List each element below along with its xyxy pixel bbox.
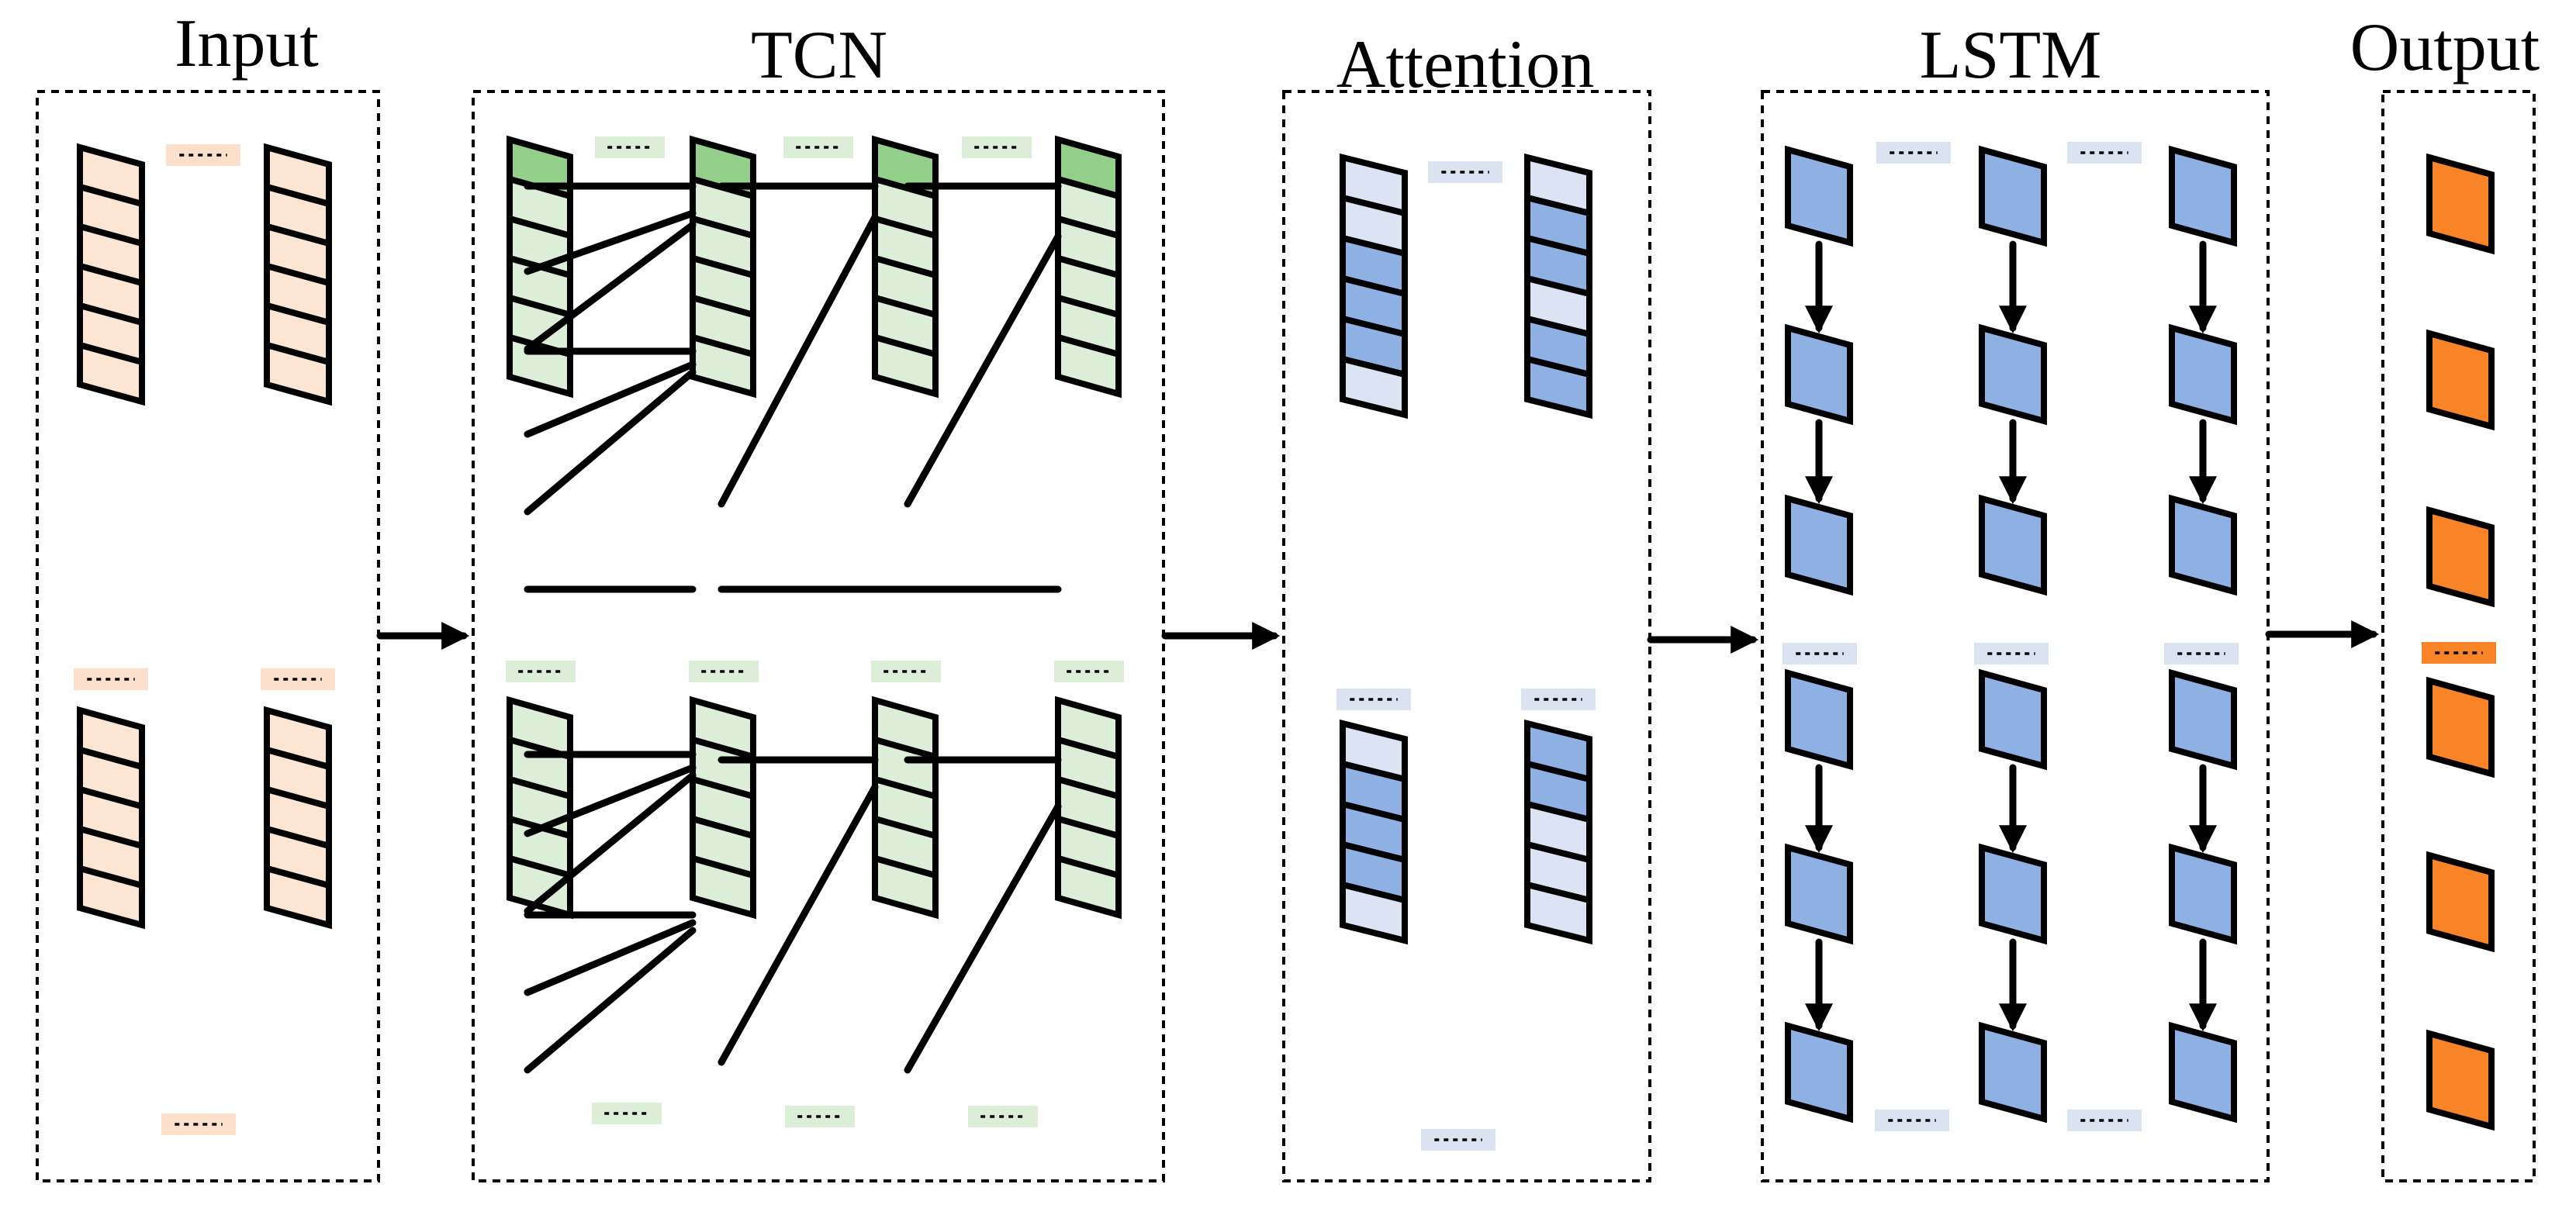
tcn-conn: [524, 927, 697, 1074]
input-ellipsis-mid-right-bg: [261, 668, 335, 690]
input-ellipsis-bottom-bg: [161, 1113, 236, 1135]
tcn-title: TCN: [751, 18, 887, 93]
lstm-ellipsis-mid-2-bg: [1974, 643, 2049, 665]
tcn-bottom-col-3-cell: [872, 854, 939, 920]
input-top-left-cell: [77, 340, 145, 406]
attention-top-right-cell: [1524, 354, 1592, 419]
tcn-conn: [904, 803, 1062, 1074]
output-title: Output: [2350, 10, 2540, 85]
lstm-cell: [1979, 668, 2047, 771]
tcn-top-col-4-cell: [1055, 333, 1122, 399]
lstm-title: LSTM: [1920, 18, 2102, 93]
tcn-conn: [717, 213, 879, 508]
lstm-cell: [1979, 323, 2047, 426]
output-cell: [2426, 329, 2495, 431]
output-panel: [2381, 90, 2536, 1182]
attention-ellipsis-mid-left-bg: [1336, 689, 1411, 710]
input-title: Input: [175, 6, 319, 81]
tcn-conn: [524, 919, 697, 996]
tcn-conn: [524, 368, 697, 516]
output-ellipsis-bg: [2422, 642, 2496, 664]
lstm-cell: [2169, 145, 2237, 247]
lstm-ellipsis-bottom-1-bg: [1875, 1110, 1949, 1131]
attention-ellipsis-top-bg: [1428, 161, 1502, 183]
output-cell: [2426, 506, 2495, 608]
lstm-cell: [1979, 843, 2047, 945]
input-ellipsis-top-bg: [166, 144, 240, 166]
tcn-conn: [717, 783, 879, 1066]
input-bottom-right-cell: [264, 864, 332, 930]
lstm-cell: [2169, 1021, 2237, 1124]
lstm-cell: [1785, 494, 1853, 596]
lstm-ellipsis-mid-1-bg: [1782, 643, 1857, 665]
input-top-right-cell: [264, 340, 332, 406]
output-cell: [2426, 676, 2495, 778]
lstm-cell: [1979, 145, 2047, 247]
attention-bottom-right-cell: [1524, 880, 1592, 945]
tcn-conn: [524, 221, 697, 353]
attention-ellipsis-bottom-bg: [1421, 1129, 1495, 1151]
tcn-conn: [524, 772, 697, 915]
tcn-top-col-3-cell: [872, 333, 939, 399]
attention-title: Attention: [1336, 27, 1594, 102]
lstm-cell: [1979, 494, 2047, 596]
attention-panel: [1282, 90, 1651, 1182]
tcn-conn: [524, 361, 697, 438]
lstm-ellipsis-top-1-bg: [1876, 142, 1951, 164]
lstm-cell: [1785, 145, 1853, 247]
tcn-bottom-col-4-cell: [1055, 854, 1122, 920]
lstm-cell: [1785, 323, 1853, 426]
input-bottom-left-cell: [77, 864, 145, 930]
attention-bottom-left-cell: [1340, 880, 1408, 945]
lstm-cell: [2169, 494, 2237, 596]
tcn-conn: [524, 764, 697, 837]
lstm-ellipsis-top-2-bg: [2067, 142, 2142, 164]
lstm-ellipsis-bottom-2-bg: [2067, 1110, 2142, 1131]
lstm-cell: [2169, 668, 2237, 771]
lstm-cell: [1979, 1021, 2047, 1124]
lstm-cell: [1785, 1021, 1853, 1124]
diagram-content: [74, 135, 2496, 1151]
lstm-ellipsis-mid-3-bg: [2164, 643, 2239, 665]
output-cell: [2426, 1029, 2495, 1131]
lstm-cell: [2169, 323, 2237, 426]
output-cell: [2426, 851, 2495, 953]
input-ellipsis-mid-left-bg: [74, 668, 148, 690]
tcn-bottom-col-2-cell: [690, 854, 756, 920]
output-cell: [2426, 153, 2495, 255]
tcn-conn: [904, 233, 1062, 508]
attention-top-left-cell: [1340, 354, 1408, 419]
attention-ellipsis-mid-right-bg: [1521, 689, 1596, 710]
lstm-cell: [1785, 843, 1853, 945]
lstm-cell: [2169, 843, 2237, 945]
lstm-cell: [1785, 668, 1853, 771]
tcn-conn: [524, 209, 697, 275]
